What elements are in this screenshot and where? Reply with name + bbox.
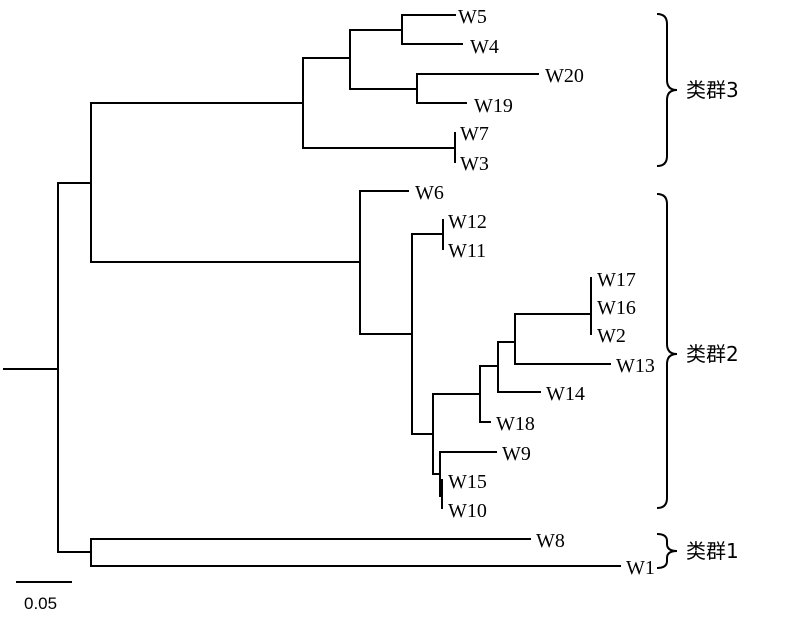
leaf-label: W5	[458, 6, 487, 28]
leaf-label: W6	[415, 182, 444, 204]
leaf-label: W19	[474, 95, 513, 117]
cluster3-label: 类群3	[686, 78, 739, 102]
leaf-label: W1	[626, 557, 655, 579]
tree-branches	[3, 14, 621, 567]
leaf-label: W12	[448, 211, 487, 233]
cluster2-label: 类群2	[686, 342, 739, 366]
leaf-labels: W5 W4 W20 W19 W7 W3 W6 W12 W11 W17 W16 W…	[415, 6, 655, 579]
leaf-label: W7	[460, 123, 489, 145]
leaf-label: W9	[502, 443, 531, 465]
leaf-label: W17	[597, 269, 636, 291]
leaf-label: W13	[616, 355, 655, 377]
cluster-braces: 类群3 类群2 类群1	[656, 13, 739, 569]
leaf-label: W15	[448, 471, 487, 493]
leaf-label: W16	[597, 297, 636, 319]
leaf-label: W11	[448, 240, 486, 262]
cluster1-brace	[656, 533, 678, 569]
scale-bar-label: 0.05	[24, 594, 57, 613]
scale-bar: 0.05	[16, 581, 72, 613]
leaf-label: W18	[496, 413, 535, 435]
leaf-label: W4	[470, 36, 499, 58]
cluster1-label: 类群1	[686, 539, 739, 563]
cluster2-brace	[656, 193, 678, 509]
leaf-label: W8	[536, 530, 565, 552]
leaf-label: W20	[545, 65, 584, 87]
leaf-label: W14	[546, 383, 585, 405]
leaf-label: W3	[460, 153, 489, 175]
cluster3-brace	[656, 13, 678, 167]
leaf-label: W2	[597, 325, 626, 347]
leaf-label: W10	[448, 500, 487, 522]
